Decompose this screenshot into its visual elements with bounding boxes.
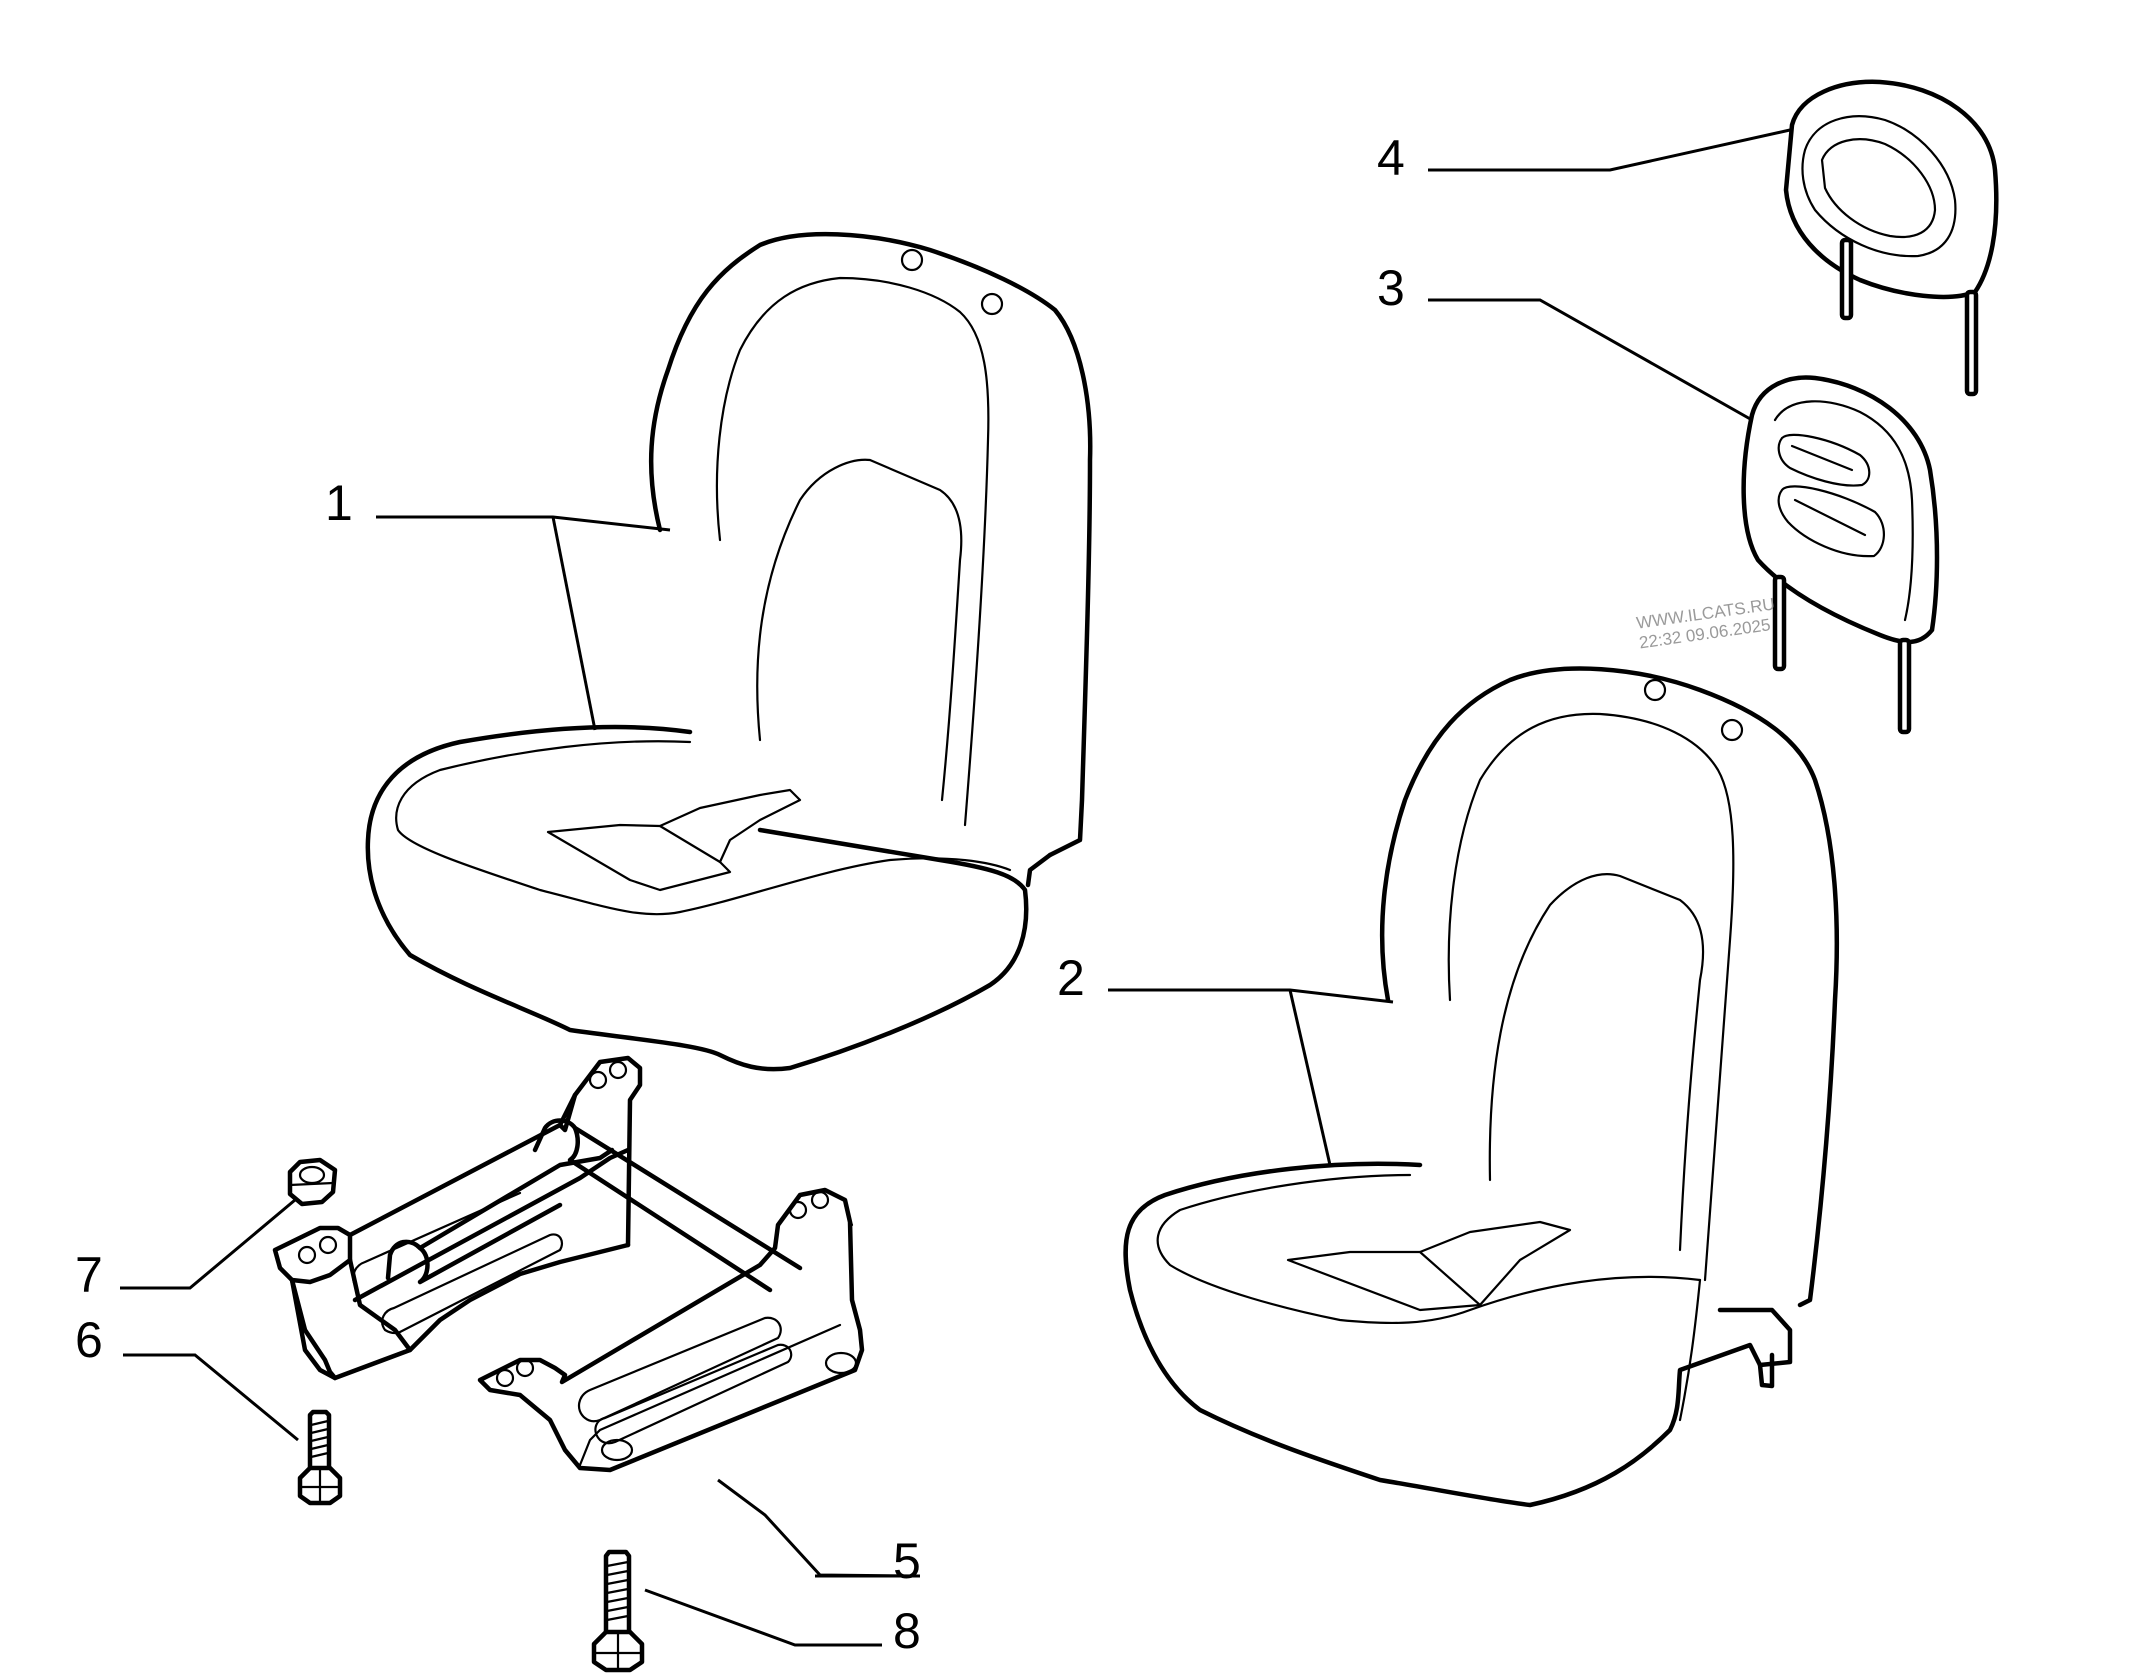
callout-2: 2 bbox=[1057, 950, 1085, 1006]
leader-4 bbox=[1428, 128, 1791, 172]
leader-2b bbox=[1288, 989, 1332, 1166]
headrest-3 bbox=[1741, 375, 1940, 735]
bolt-6 bbox=[297, 1409, 343, 1506]
callout-1: 1 bbox=[325, 475, 353, 531]
leader-1 bbox=[376, 515, 671, 532]
watermark: WWW.ILCATS.RU 22:32 09.06.2025 bbox=[1635, 594, 1776, 652]
callout-7: 7 bbox=[75, 1247, 103, 1303]
callout-8: 8 bbox=[893, 1603, 921, 1659]
seat-frame bbox=[272, 1055, 865, 1473]
leader-5 bbox=[717, 1478, 921, 1578]
leader-7 bbox=[120, 1198, 296, 1290]
callout-5: 5 bbox=[893, 1533, 921, 1589]
leader-1b bbox=[551, 516, 597, 731]
callout-4: 4 bbox=[1377, 130, 1405, 186]
seat-2 bbox=[1123, 666, 1840, 1508]
callout-6: 6 bbox=[75, 1312, 103, 1368]
callout-3: 3 bbox=[1377, 260, 1405, 316]
leader-2 bbox=[1108, 988, 1394, 1004]
leader-8 bbox=[644, 1588, 882, 1647]
headrest-4 bbox=[1783, 79, 1999, 397]
nut bbox=[287, 1157, 338, 1207]
seat-1 bbox=[365, 231, 1093, 1072]
leader-3 bbox=[1428, 298, 1753, 422]
callout-numbers: 1 2 3 4 5 6 7 8 bbox=[75, 130, 1405, 1659]
bolt-8 bbox=[591, 1549, 645, 1673]
leader-6 bbox=[123, 1353, 299, 1442]
leader-lines bbox=[120, 128, 1791, 1647]
